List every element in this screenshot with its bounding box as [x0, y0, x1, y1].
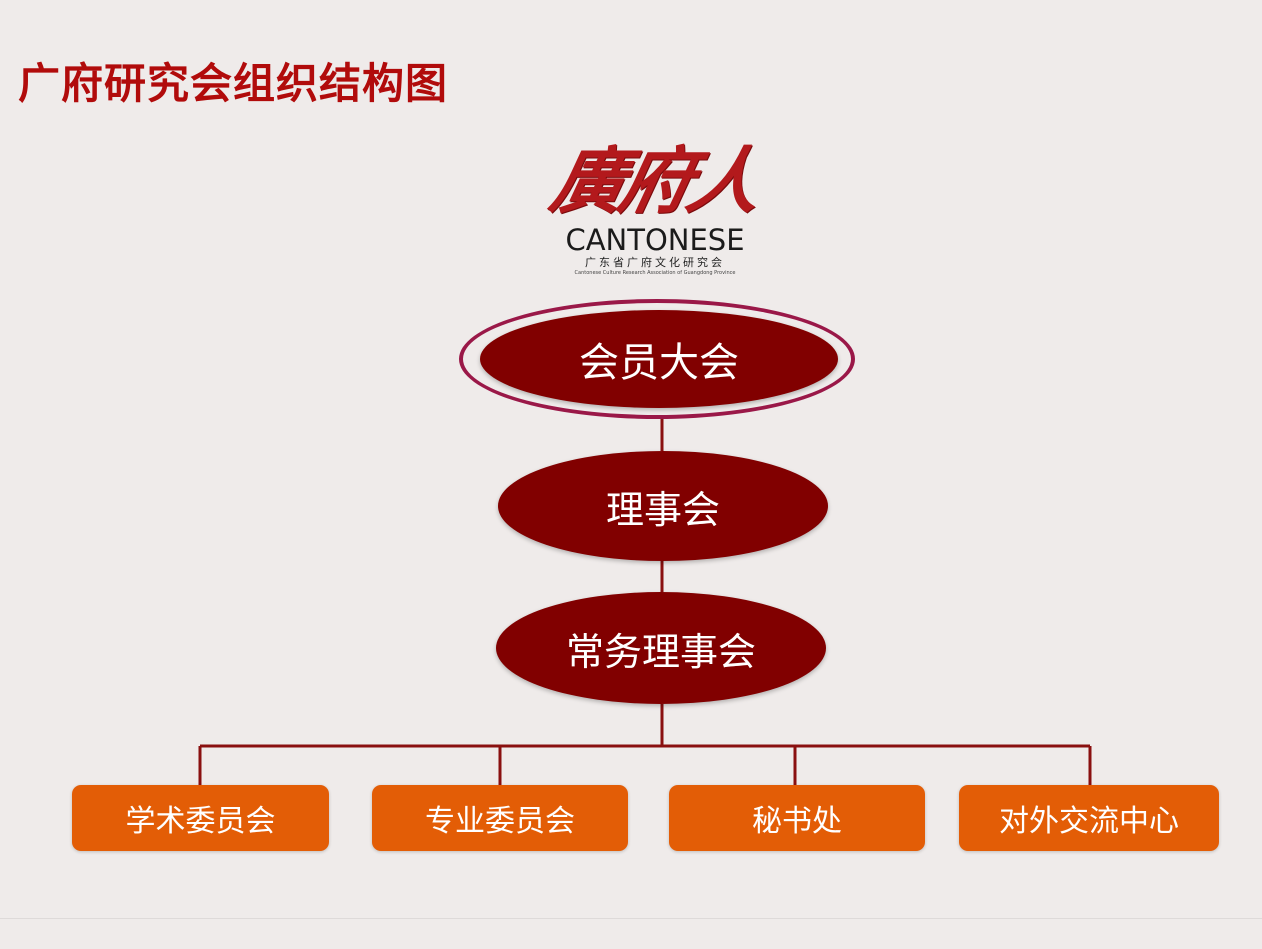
- general-assembly-ring: [459, 299, 855, 419]
- node-council: 理事会: [498, 451, 828, 561]
- node-secretariat: 秘书处: [669, 785, 925, 851]
- node-general-assembly: 会员大会: [480, 310, 838, 408]
- node-standing-council: 常务理事会: [496, 592, 826, 704]
- node-professional-committee: 专业委员会: [372, 785, 628, 851]
- logo-subtitle: Cantonese Culture Research Association o…: [574, 270, 736, 276]
- cantonese-logo: 廣府人 CANTONESE 广东省广府文化研究会 Cantonese Cultu…: [515, 132, 795, 282]
- page-title: 广府研究会组织结构图: [18, 59, 449, 108]
- node-academic-committee: 学术委员会: [72, 785, 329, 851]
- footer-divider: [0, 918, 1262, 919]
- logo-chinese-text: 广东省广府文化研究会: [585, 256, 725, 269]
- node-external-exchange-center: 对外交流中心: [959, 785, 1219, 851]
- logo-english-text: CANTONESE: [565, 223, 745, 257]
